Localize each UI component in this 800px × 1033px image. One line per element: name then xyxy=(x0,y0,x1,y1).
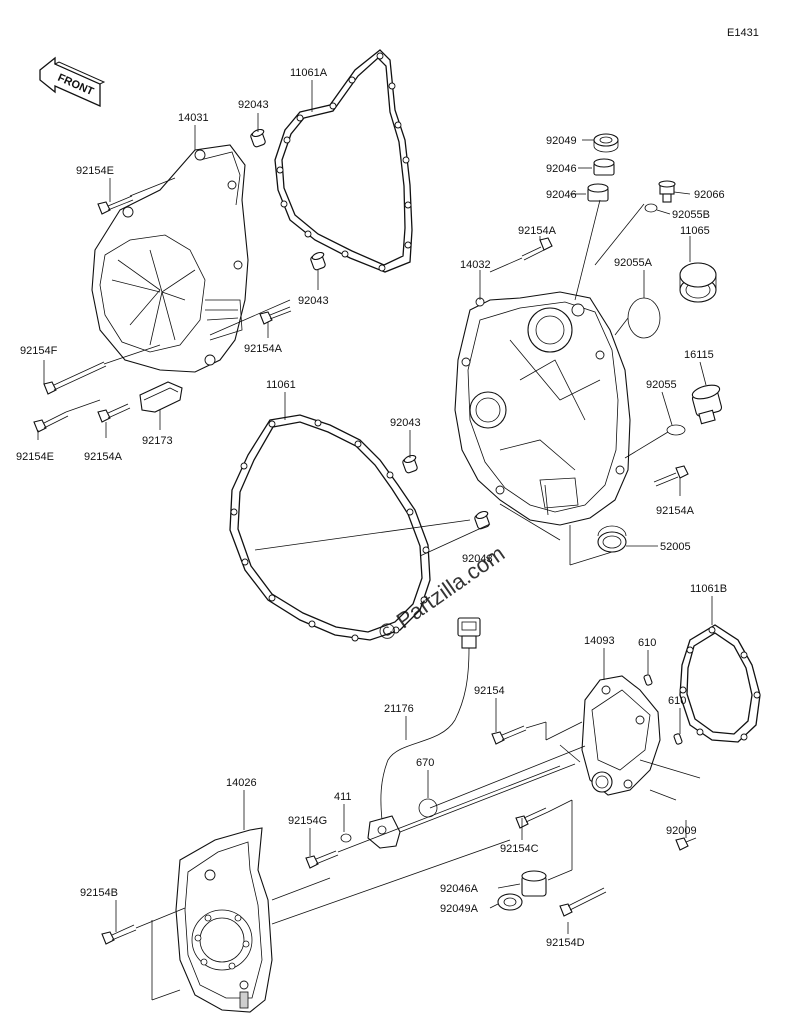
label-92049: 92049 xyxy=(546,135,577,147)
pin-610-top xyxy=(643,674,653,686)
oring-92055b xyxy=(644,203,658,213)
washer-411 xyxy=(340,833,352,843)
label-11061a: 11061A xyxy=(290,67,328,79)
oring-92055a xyxy=(627,297,661,339)
label-92154a-right: 92154A xyxy=(656,505,695,517)
cap-11065 xyxy=(679,262,717,303)
label-92154f: 92154F xyxy=(20,345,58,357)
dowel-92043-lower-b xyxy=(474,510,490,530)
label-92055a: 92055A xyxy=(614,257,653,269)
label-92154e-top: 92154E xyxy=(76,165,114,177)
label-16115: 16115 xyxy=(684,349,714,361)
plug-16115 xyxy=(691,384,723,425)
label-610-top: 610 xyxy=(638,637,656,649)
label-52005: 52005 xyxy=(660,541,691,553)
bolt-92154a-top xyxy=(521,237,553,261)
label-92055: 92055 xyxy=(646,379,677,391)
label-411: 411 xyxy=(334,791,352,803)
label-92154g: 92154G xyxy=(288,815,327,827)
bolt-92009 xyxy=(675,837,697,851)
label-11061b: 11061B xyxy=(690,583,727,595)
sensor-21176 xyxy=(367,617,481,849)
label-92154c: 92154C xyxy=(500,843,539,855)
bolt-92154c xyxy=(515,807,549,829)
gasket-11061b xyxy=(679,624,761,743)
diagram-code: E1431 xyxy=(727,27,759,39)
label-92046-a: 92046 xyxy=(546,163,577,175)
dowel-92043-lower-a xyxy=(402,454,418,474)
bolt-92154e-bottom xyxy=(33,411,69,433)
label-14093: 14093 xyxy=(584,635,615,647)
leader-lines xyxy=(37,80,713,1001)
label-92154d: 92154D xyxy=(546,937,585,949)
gasket-11061a xyxy=(274,49,413,273)
label-92043-c: 92043 xyxy=(390,417,421,429)
seal-92049 xyxy=(593,133,619,153)
label-11061: 11061 xyxy=(266,379,296,391)
label-92043-d: 92043 xyxy=(462,553,493,565)
seal-52005 xyxy=(597,525,627,553)
label-14031: 14031 xyxy=(178,112,209,124)
bolt-92154a-mid xyxy=(259,306,292,325)
oring-92055 xyxy=(666,424,686,436)
cover-14032 xyxy=(454,291,631,526)
label-92043-mid: 92043 xyxy=(298,295,329,307)
label-92154a-mid: 92154A xyxy=(244,343,283,355)
bearing-92046a xyxy=(593,158,615,176)
seal-92049a xyxy=(497,893,523,911)
label-92046a: 92046A xyxy=(440,883,479,895)
label-92055b: 92055B xyxy=(672,209,710,221)
label-610-lower: 610 xyxy=(668,695,686,707)
bearing-92046a-lower xyxy=(521,870,547,897)
gasket-11061 xyxy=(229,414,431,642)
label-670: 670 xyxy=(416,757,434,769)
part-labels: 11061A 92043 14031 92154E 92043 92154A 9… xyxy=(16,67,727,949)
label-11065: 11065 xyxy=(680,225,710,237)
label-92154a-low: 92154A xyxy=(84,451,123,463)
bolt-92154f xyxy=(43,361,107,395)
cover-14031 xyxy=(91,144,249,373)
cover-14093 xyxy=(581,675,661,796)
bolt-92154a-low xyxy=(97,403,131,423)
label-92154: 92154 xyxy=(474,685,505,697)
label-92173: 92173 xyxy=(142,435,173,447)
dowel-92043-mid xyxy=(310,251,326,271)
pin-610-lower xyxy=(673,733,683,745)
label-92066: 92066 xyxy=(694,189,725,201)
label-92154b: 92154B xyxy=(80,887,118,899)
dowel-92043-top xyxy=(250,128,266,148)
label-14026: 14026 xyxy=(226,777,257,789)
bolt-92154g xyxy=(305,850,339,869)
label-92154e-bottom: 92154E xyxy=(16,451,54,463)
front-arrow-icon: FRONT xyxy=(39,56,106,108)
bracket-92173 xyxy=(139,381,183,413)
label-92154a-top: 92154A xyxy=(518,225,557,237)
cover-14026 xyxy=(175,827,273,1013)
bolt-92154a-right xyxy=(653,465,689,487)
bearing-92046b xyxy=(587,183,609,202)
bolt-92154b xyxy=(101,924,137,945)
label-92009: 92009 xyxy=(666,825,697,837)
bolt-92154e-top xyxy=(97,195,134,215)
bolt-92154 xyxy=(491,725,527,745)
label-21176: 21176 xyxy=(384,703,414,715)
label-14032: 14032 xyxy=(460,259,491,271)
bolt-92154d xyxy=(559,887,607,917)
label-92049a: 92049A xyxy=(440,903,479,915)
label-92046-b: 92046 xyxy=(546,189,577,201)
label-92043-top: 92043 xyxy=(238,99,269,111)
plug-92066 xyxy=(658,180,676,203)
